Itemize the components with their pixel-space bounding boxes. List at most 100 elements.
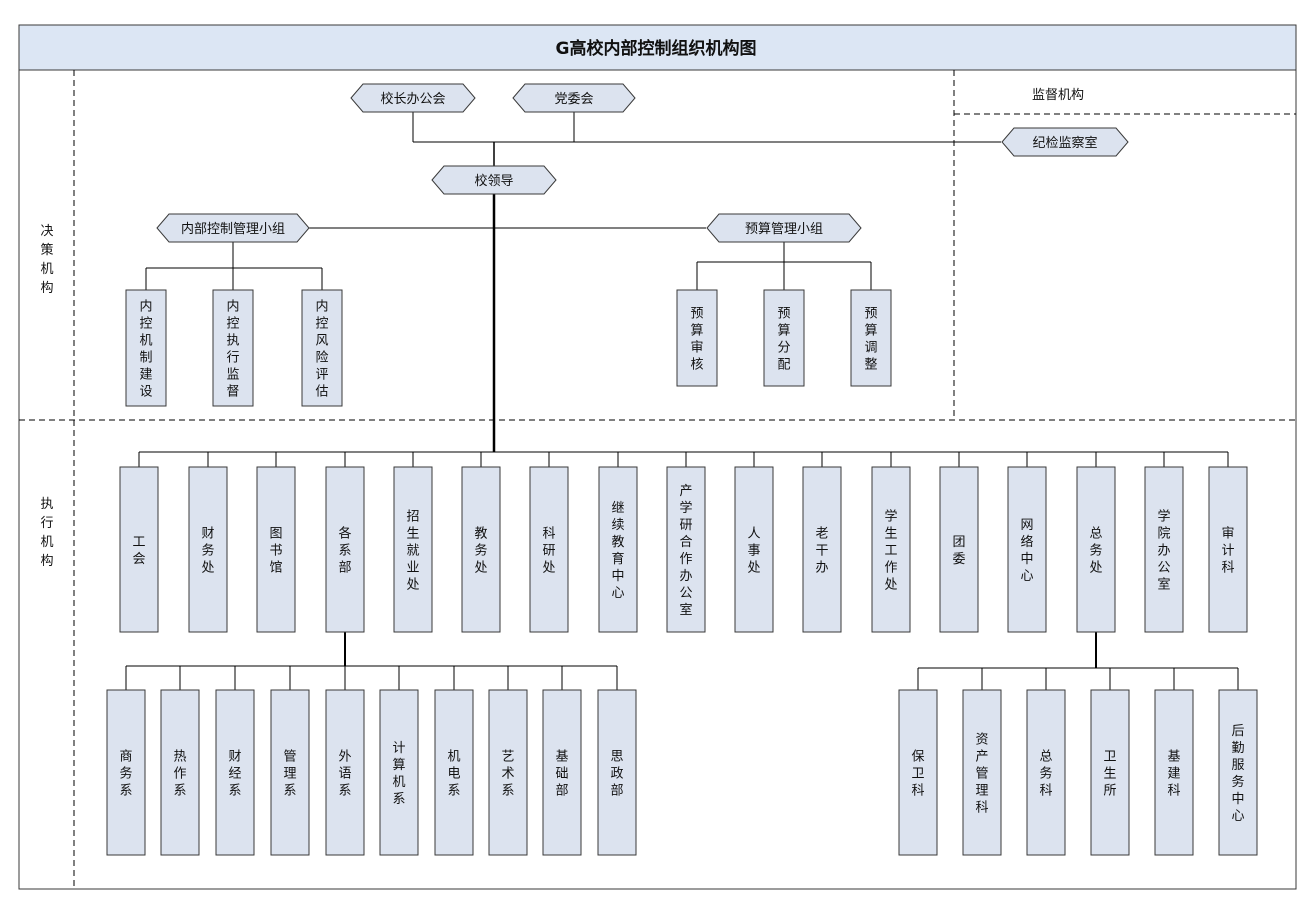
execution-unit-15: 总务处 bbox=[1076, 466, 1116, 633]
node-internal-control-group-label: 内部控制管理小组 bbox=[181, 221, 285, 237]
department-4-label: 管理系 bbox=[283, 750, 296, 799]
department-9-label: 基础部 bbox=[555, 750, 568, 799]
node-budget-group-label: 预算管理小组 bbox=[745, 222, 823, 237]
svg-text:决: 决 bbox=[40, 224, 53, 239]
department-8: 艺术系 bbox=[488, 689, 528, 856]
budget-item-1: 预算审核 bbox=[676, 289, 718, 387]
department-5: 外语系 bbox=[325, 689, 365, 856]
section-label-supervision: 监督机构 bbox=[1032, 88, 1084, 103]
general-affairs-unit-1: 保卫科 bbox=[898, 689, 938, 856]
department-2-label: 热作系 bbox=[173, 750, 186, 799]
internal-control-item-2-label: 内控执行监督 bbox=[226, 299, 239, 400]
department-7-label: 机电系 bbox=[447, 750, 460, 799]
node-discipline-office-label: 纪检监察室 bbox=[1032, 135, 1097, 151]
budget-item-1-label: 预算审核 bbox=[690, 307, 703, 373]
node-party-committee: 党委会 bbox=[512, 83, 636, 113]
internal-control-item-3: 内控风险评估 bbox=[301, 289, 343, 407]
node-internal-control-group: 内部控制管理小组 bbox=[156, 213, 310, 243]
svg-text:机: 机 bbox=[40, 262, 53, 277]
execution-unit-6: 教务处 bbox=[461, 466, 501, 633]
node-discipline-office: 纪检监察室 bbox=[1001, 127, 1129, 157]
execution-unit-2: 财务处 bbox=[188, 466, 228, 633]
execution-unit-9-label: 产学研合作办公室 bbox=[679, 484, 692, 618]
execution-unit-8-label: 继续教育中心 bbox=[611, 501, 624, 601]
execution-unit-1-label: 工会 bbox=[132, 535, 145, 567]
node-school-leaders: 校领导 bbox=[431, 165, 557, 195]
general-affairs-unit-3: 总务科 bbox=[1026, 689, 1066, 856]
general-affairs-unit-5-label: 基建科 bbox=[1167, 750, 1180, 799]
svg-text:执: 执 bbox=[40, 497, 53, 512]
execution-unit-5-label: 招生就业处 bbox=[406, 510, 419, 593]
execution-unit-1: 工会 bbox=[119, 466, 159, 633]
execution-unit-4-label: 各系部 bbox=[338, 526, 351, 576]
execution-unit-13-label: 团委 bbox=[952, 535, 965, 567]
execution-unit-15-label: 总务处 bbox=[1089, 527, 1102, 576]
execution-unit-8: 继续教育中心 bbox=[598, 466, 638, 633]
node-budget-group: 预算管理小组 bbox=[706, 213, 862, 243]
department-1: 商务系 bbox=[106, 689, 146, 856]
department-9: 基础部 bbox=[542, 689, 582, 856]
department-10: 思政部 bbox=[597, 689, 637, 856]
execution-unit-12-label: 学生工作处 bbox=[884, 509, 897, 593]
execution-unit-16: 学院办公室 bbox=[1144, 466, 1184, 633]
budget-item-2-label: 预算分配 bbox=[777, 307, 790, 373]
general-affairs-unit-3-label: 总务科 bbox=[1039, 750, 1052, 799]
department-8-label: 艺术系 bbox=[501, 750, 514, 799]
execution-unit-14-label: 网络中心 bbox=[1020, 518, 1033, 584]
svg-text:策: 策 bbox=[40, 242, 53, 258]
execution-unit-9: 产学研合作办公室 bbox=[666, 466, 706, 633]
execution-unit-2-label: 财务处 bbox=[201, 527, 214, 576]
execution-unit-17-label: 审计科 bbox=[1221, 527, 1234, 576]
execution-unit-3: 图书馆 bbox=[256, 466, 296, 633]
execution-unit-17: 审计科 bbox=[1208, 466, 1248, 633]
connector-lines bbox=[126, 110, 1238, 669]
unit-drop-lines bbox=[125, 452, 1239, 690]
execution-unit-14: 网络中心 bbox=[1007, 466, 1047, 633]
execution-unit-7: 科研处 bbox=[529, 466, 569, 633]
department-6-label: 计算机系 bbox=[392, 741, 405, 807]
internal-control-item-2: 内控执行监督 bbox=[212, 289, 254, 407]
execution-unit-13: 团委 bbox=[939, 466, 979, 633]
svg-text:构: 构 bbox=[40, 281, 53, 296]
internal-control-item-1: 内控机制建设 bbox=[125, 289, 167, 407]
node-president-office-label: 校长办公会 bbox=[380, 91, 445, 107]
execution-unit-11: 老干办 bbox=[802, 466, 842, 633]
internal-control-item-1-label: 内控机制建设 bbox=[139, 299, 152, 400]
execution-unit-10: 人事处 bbox=[734, 466, 774, 633]
general-affairs-unit-4-label: 卫生所 bbox=[1103, 750, 1116, 799]
department-2: 热作系 bbox=[160, 689, 200, 856]
node-president-office: 校长办公会 bbox=[350, 83, 476, 113]
svg-text:行: 行 bbox=[40, 516, 53, 531]
department-1-label: 商务系 bbox=[119, 750, 132, 799]
node-party-committee-label: 党委会 bbox=[554, 92, 593, 107]
internal-control-item-3-label: 内控风险评估 bbox=[315, 299, 328, 400]
execution-unit-7-label: 科研处 bbox=[542, 527, 555, 576]
execution-unit-5: 招生就业处 bbox=[393, 466, 433, 633]
execution-unit-4: 各系部 bbox=[325, 466, 365, 633]
execution-unit-16-label: 学院办公室 bbox=[1157, 509, 1170, 593]
department-3: 财经系 bbox=[215, 689, 255, 856]
budget-item-3: 预算调整 bbox=[850, 289, 892, 387]
department-3-label: 财经系 bbox=[228, 750, 241, 799]
general-affairs-unit-1-label: 保卫科 bbox=[911, 750, 924, 799]
budget-item-3-label: 预算调整 bbox=[864, 307, 877, 373]
general-affairs-unit-4: 卫生所 bbox=[1090, 689, 1130, 856]
general-affairs-unit-2-label: 资产管理科 bbox=[975, 733, 988, 816]
department-7: 机电系 bbox=[434, 689, 474, 856]
execution-unit-6-label: 教务处 bbox=[474, 526, 487, 576]
execution-unit-10-label: 人事处 bbox=[747, 527, 760, 576]
svg-text:机: 机 bbox=[40, 535, 53, 550]
general-affairs-unit-5: 基建科 bbox=[1154, 689, 1194, 856]
budget-item-2: 预算分配 bbox=[763, 289, 805, 387]
general-affairs-unit-2: 资产管理科 bbox=[962, 689, 1002, 856]
execution-unit-3-label: 图书馆 bbox=[269, 527, 282, 576]
svg-text:构: 构 bbox=[40, 554, 53, 569]
department-10-label: 思政部 bbox=[610, 750, 623, 799]
general-affairs-unit-6: 后勤服务中心 bbox=[1218, 689, 1258, 856]
